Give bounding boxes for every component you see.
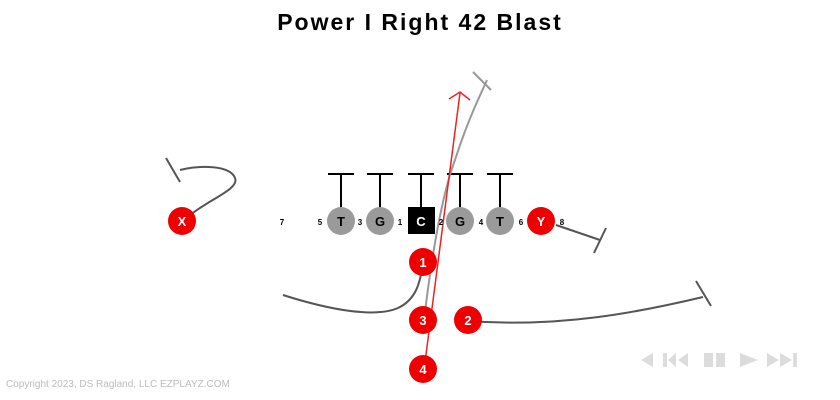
player-label: T	[496, 214, 504, 229]
hole-numbers: 7 5 3 1 2 4 6 8	[280, 218, 565, 227]
y-route	[555, 224, 607, 254]
hole-number: 4	[479, 218, 484, 227]
hole-number: 7	[280, 218, 285, 227]
player-label: T	[337, 214, 345, 229]
player-label: 1	[419, 255, 426, 270]
player-left-guard[interactable]: G	[366, 207, 394, 235]
player-label: 2	[464, 313, 471, 328]
player-x[interactable]: X	[168, 207, 196, 235]
player-right-tackle[interactable]: T	[486, 207, 514, 235]
hole-number: 6	[519, 218, 524, 227]
player-label: Y	[537, 214, 546, 229]
rewind-icon[interactable]	[641, 353, 653, 367]
player-label: 3	[419, 313, 426, 328]
pause-icon[interactable]	[704, 353, 725, 367]
hole-number: 8	[560, 218, 565, 227]
hole-number: 2	[439, 218, 444, 227]
hole-number: 3	[358, 218, 363, 227]
player-label: G	[455, 214, 465, 229]
step-back-icon[interactable]	[663, 353, 688, 367]
player-4[interactable]: 4	[409, 355, 437, 383]
player-center[interactable]: C	[408, 207, 435, 234]
player-1[interactable]: 1	[409, 248, 437, 276]
play-icon[interactable]	[740, 353, 758, 367]
backfield-routes	[282, 262, 712, 324]
player-label: G	[375, 214, 385, 229]
playback-controls	[641, 353, 797, 367]
player-right-guard[interactable]: G	[446, 207, 474, 235]
player-2[interactable]: 2	[454, 306, 482, 334]
player-label: C	[416, 214, 426, 229]
hole-number: 5	[318, 218, 323, 227]
fast-forward-icon[interactable]	[767, 353, 797, 367]
runner-path	[423, 71, 492, 321]
player-label: 4	[419, 362, 427, 377]
player-left-tackle[interactable]: T	[327, 207, 355, 235]
hole-number: 1	[398, 218, 403, 227]
player-y[interactable]: Y	[527, 207, 555, 235]
lineman-blocks	[328, 173, 513, 207]
player-3[interactable]: 3	[409, 306, 437, 334]
x-route	[165, 157, 237, 223]
play-title: Power I Right 42 Blast	[277, 9, 563, 35]
copyright-text: Copyright 2023, DS Ragland, LLC EZPLAYZ.…	[6, 379, 230, 390]
player-label: X	[178, 214, 187, 229]
